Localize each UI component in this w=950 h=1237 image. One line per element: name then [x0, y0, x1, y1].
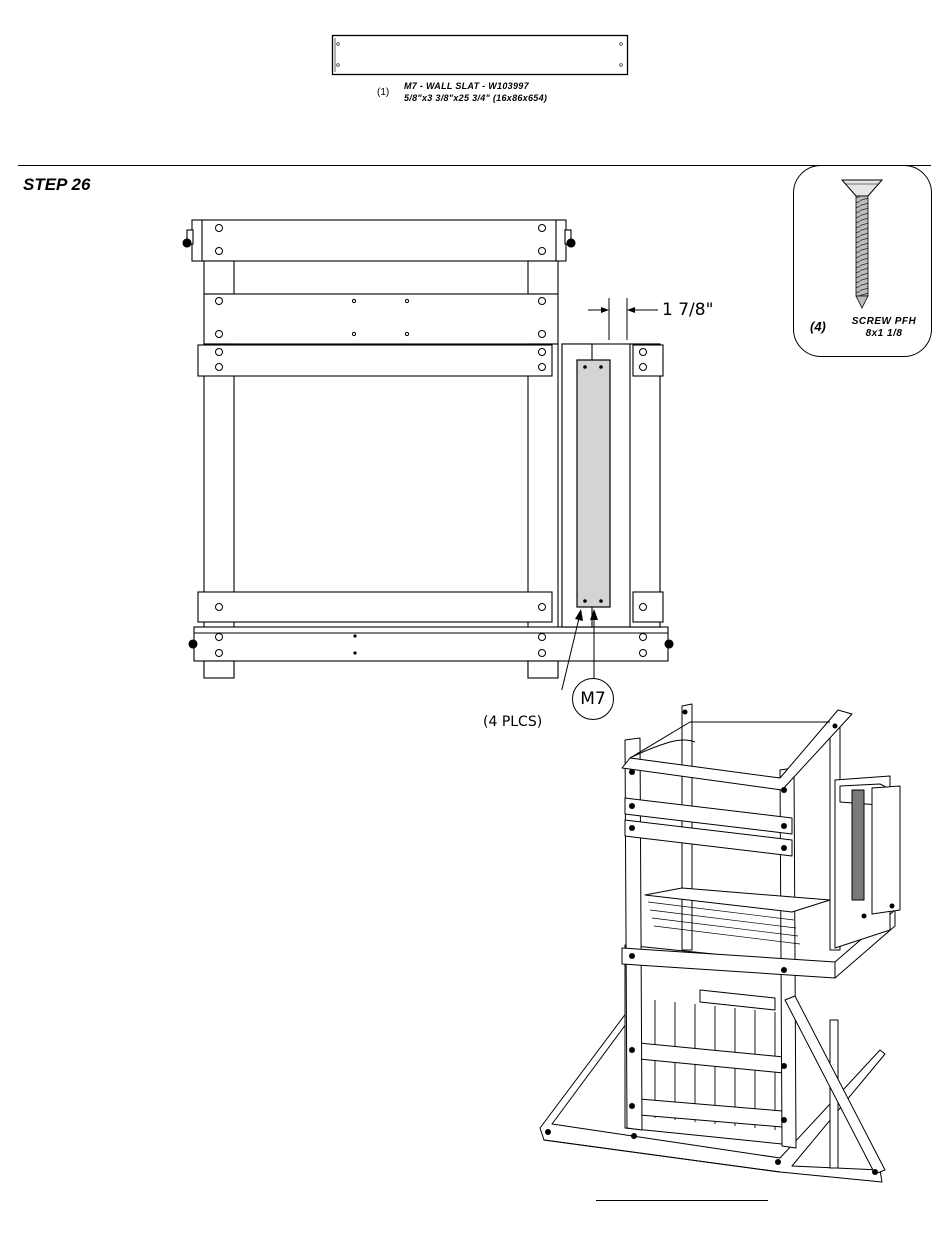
hardware-size: 8x1 1/8	[839, 328, 929, 340]
bottom-board	[194, 627, 668, 661]
second-board	[204, 294, 558, 344]
part-quantity: (1)	[377, 87, 389, 98]
step-title: STEP 26	[23, 175, 90, 195]
part-size: 5/8"x3 3/8"x25 3/4" (16x86x654)	[404, 92, 547, 104]
screw-icon	[832, 176, 892, 326]
dimension-marker	[588, 298, 658, 340]
dimension-label: 1 7/8"	[662, 300, 713, 320]
deck	[645, 888, 830, 912]
footer-line	[596, 1200, 768, 1201]
wall-slat-m7	[577, 360, 610, 607]
upper-crossbar	[198, 345, 552, 376]
iso-wall-slat-m7	[852, 790, 864, 900]
top-board	[192, 220, 566, 261]
hardware-box: (4) SCREW PFH 8x1 1/8	[793, 165, 932, 357]
lower-crossbar	[198, 592, 552, 622]
part-name: M7 - WALL SLAT - W103997	[404, 80, 529, 92]
isometric-view-drawing	[530, 700, 920, 1190]
section-divider	[18, 165, 931, 166]
wall-slat-drawing	[330, 34, 630, 79]
hardware-name: SCREW PFH	[839, 316, 929, 328]
front-view-drawing	[180, 210, 700, 690]
hardware-quantity: (4)	[810, 319, 826, 334]
